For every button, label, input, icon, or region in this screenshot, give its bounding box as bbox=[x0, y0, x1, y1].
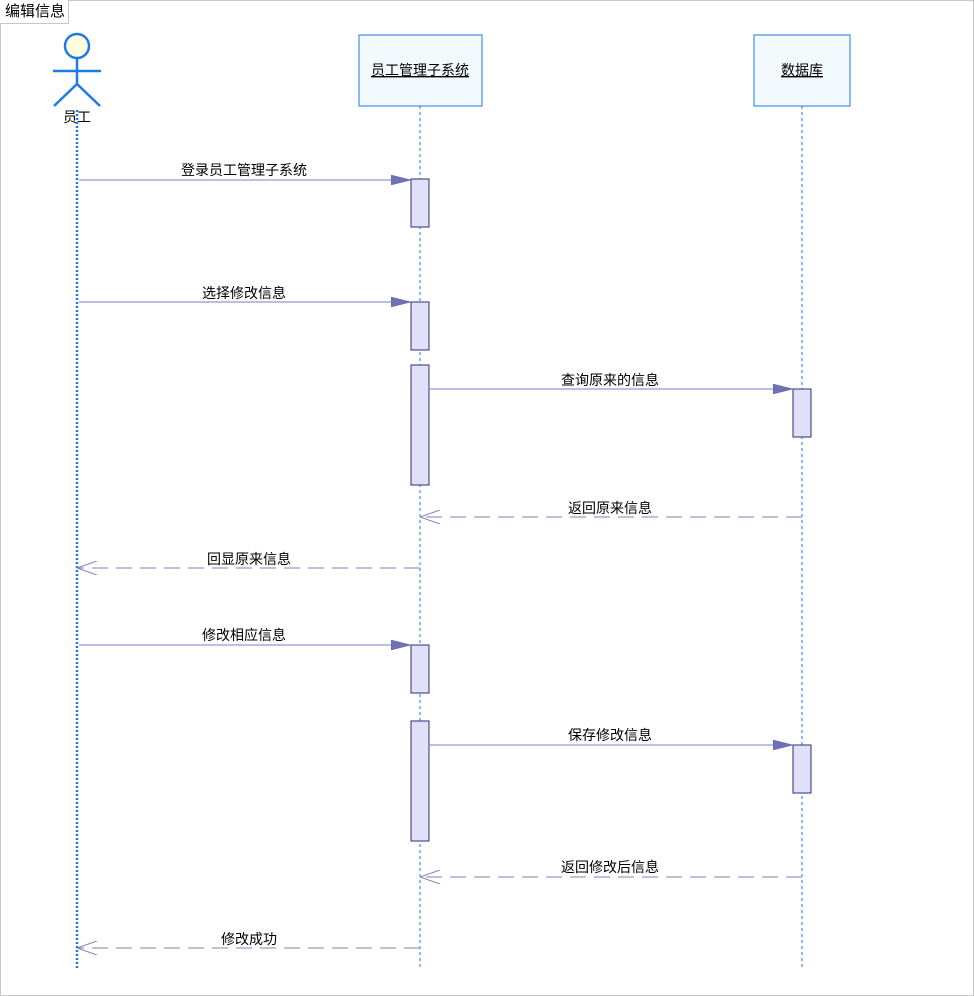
message-label: 修改成功 bbox=[221, 932, 277, 948]
participant-label: 员工管理子系统 bbox=[371, 63, 469, 79]
participant-subsystem: 员工管理子系统 bbox=[358, 34, 483, 107]
actor-label: 员工 bbox=[63, 110, 91, 126]
message-label: 选择修改信息 bbox=[202, 285, 286, 302]
message-success: 修改成功 bbox=[77, 932, 420, 948]
message-label: 登录员工管理子系统 bbox=[181, 163, 307, 179]
activation-bar bbox=[792, 744, 812, 794]
actor-right-leg bbox=[76, 83, 101, 107]
participant-database: 数据库 bbox=[753, 34, 851, 107]
activation-bar bbox=[410, 364, 430, 486]
activation-bar bbox=[410, 644, 430, 694]
activation-bar bbox=[410, 720, 430, 842]
message-save: 保存修改信息 bbox=[429, 727, 793, 745]
actor-head-icon bbox=[63, 32, 91, 60]
message-label: 修改相应信息 bbox=[202, 627, 286, 644]
participant-box bbox=[358, 34, 483, 107]
message-echo-original: 回显原来信息 bbox=[77, 551, 420, 568]
message-label: 回显原来信息 bbox=[207, 551, 291, 568]
activation-bar bbox=[792, 388, 812, 438]
message-login: 登录员工管理子系统 bbox=[79, 163, 411, 180]
participant-box bbox=[753, 34, 851, 107]
message-query-original: 查询原来的信息 bbox=[429, 372, 793, 389]
message-label: 保存修改信息 bbox=[568, 727, 652, 744]
message-return-original: 返回原来信息 bbox=[420, 500, 802, 517]
message-label: 查询原来的信息 bbox=[561, 372, 659, 389]
activation-bar bbox=[410, 178, 430, 228]
activation-bar bbox=[410, 301, 430, 351]
message-label: 返回修改后信息 bbox=[561, 859, 659, 876]
actor-left-leg bbox=[53, 83, 78, 107]
actor-employee: 员工 bbox=[53, 32, 101, 126]
message-modify: 修改相应信息 bbox=[79, 627, 411, 645]
frame-title: 编辑信息 bbox=[0, 0, 70, 24]
message-label: 返回原来信息 bbox=[568, 500, 652, 517]
participant-label: 数据库 bbox=[781, 63, 823, 79]
message-select-edit: 选择修改信息 bbox=[79, 285, 411, 302]
message-return-modified: 返回修改后信息 bbox=[420, 859, 802, 877]
